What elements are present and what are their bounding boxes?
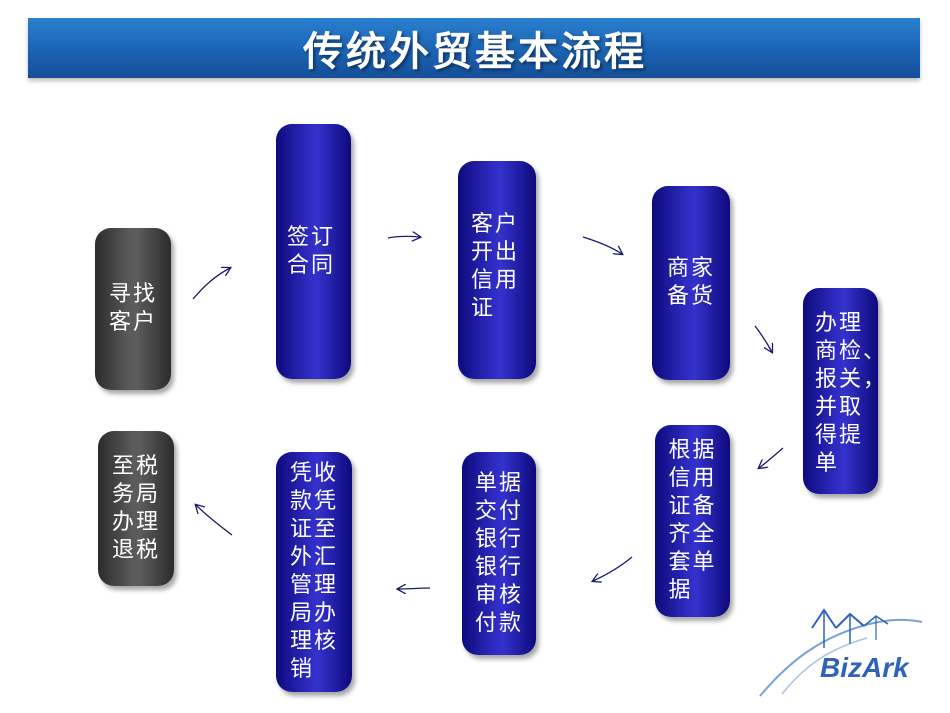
arrow-4 [754,325,772,352]
arrow-7 [398,588,431,589]
step-customs: 办理 商检、 报关， 并取 得提 单 [803,288,885,494]
arrow-6 [593,556,633,581]
step-open-lc: 客户 开出 信用 证 [458,161,536,379]
logo-text: BizArk [820,652,909,683]
step-find-customer: 寻找 客户 [95,228,171,390]
step-prepare-goods: 商家 备货 [652,186,730,380]
step-bank-payment: 单据 交付 银行 银行 审核 付款 [462,452,536,655]
step-label: 至税 务局 办理 退税 [111,453,160,563]
step-label: 商家 备货 [666,256,715,309]
arrow-1 [192,268,230,300]
arrow-3 [582,236,622,254]
bizark-logo-icon [759,608,923,697]
step-forex-verification: 凭收 款凭 证至 外汇 管理 局办 理核 销 [276,452,352,692]
page-title: 传统外贸基本流程 [303,28,647,75]
title-banner [28,18,920,78]
step-label: 单据 交付 银行 银行 审核 付款 [474,470,523,636]
arrow-8 [196,505,233,536]
arrow-2 [387,236,420,238]
step-label: 客户 开出 信用 证 [471,212,520,321]
step-label: 办理 商检、 报关， 并取 得提 单 [815,311,888,476]
step-label: 凭收 款凭 证至 外汇 管理 局办 理核 销 [289,461,338,682]
step-label: 寻找 客户 [108,282,157,335]
step-label: 根据 信用 证备 齐全 套单 据 [668,438,717,603]
step-documents: 根据 信用 证备 齐全 套单 据 [655,425,730,617]
step-label: 签订 合同 [287,225,336,278]
step-sign-contract: 签订 合同 [276,124,351,379]
arrow-5 [759,447,784,468]
step-tax-refund: 至税 务局 办理 退税 [98,431,174,586]
